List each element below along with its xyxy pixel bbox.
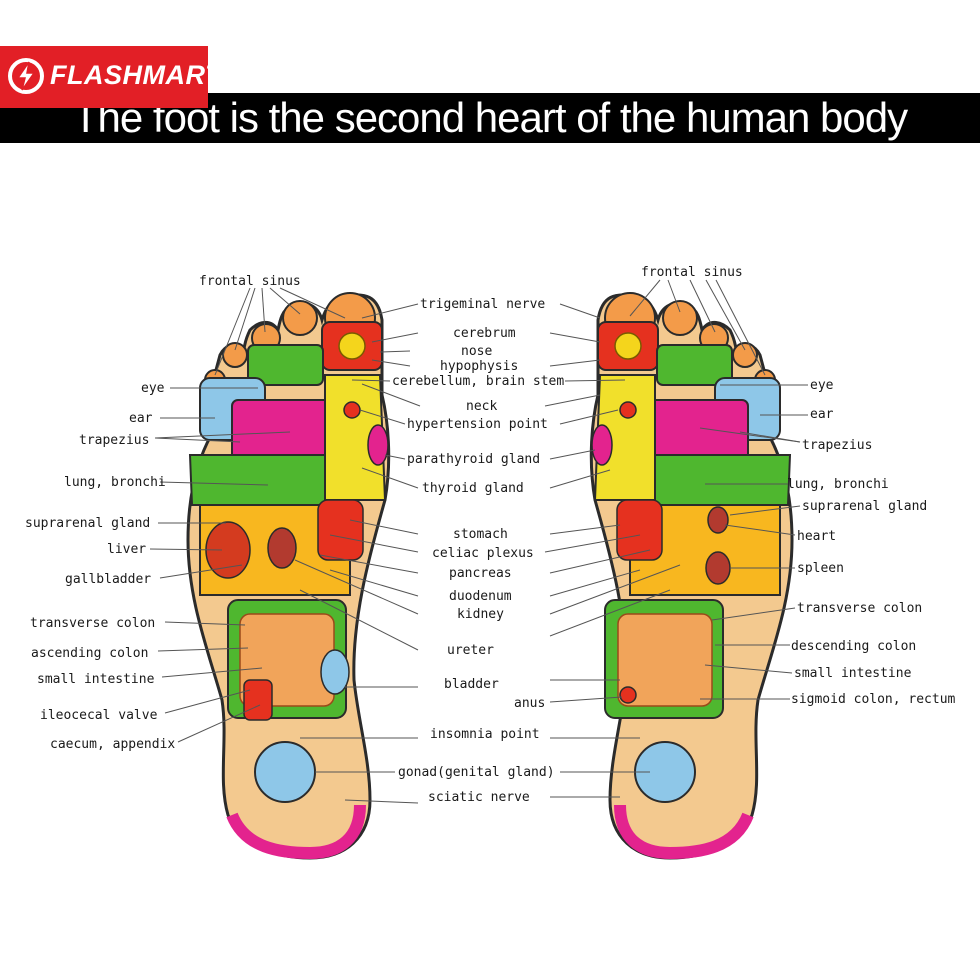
left-parathyroid-dot (367, 424, 389, 466)
right-stomach-icon (616, 499, 663, 561)
label-right-suprarenal-gland: suprarenal gland (802, 499, 927, 514)
leader-lines (149, 279, 808, 804)
left-bladder-icon (320, 649, 350, 695)
right-toe-4 (732, 342, 758, 368)
right-foot (589, 292, 794, 860)
label-celiac-plexus: celiac plexus (432, 546, 534, 561)
left-trapezius-zone (231, 399, 333, 461)
label-duodenum: duodenum (449, 589, 512, 604)
label-spleen: spleen (797, 561, 844, 576)
label-parathyroid-gland: parathyroid gland (407, 452, 540, 467)
label-right-lung-bronchi: lung, bronchi (787, 477, 889, 492)
label-left-ear: ear (129, 411, 153, 426)
right-heart-icon (707, 506, 729, 534)
label-kidney: kidney (457, 607, 504, 622)
logo-text: FLASHMART (50, 60, 222, 90)
right-toe-2 (662, 300, 698, 336)
right-brain-icon (614, 332, 642, 360)
left-brain-icon (338, 332, 366, 360)
right-spleen-icon (705, 551, 731, 585)
label-nose: nose (461, 344, 492, 359)
label-left-frontal-sinus: frontal sinus (199, 274, 301, 289)
right-small-intestine-icon (617, 613, 713, 707)
left-sciatic-zone (226, 804, 366, 860)
right-trapezius-zone (647, 399, 749, 461)
label-neck: neck (466, 399, 497, 414)
right-toe-green-band (656, 344, 733, 386)
label-insomnia-point: insomnia point (430, 727, 540, 742)
left-hypertension-dot (343, 401, 361, 419)
label-right-ear: ear (810, 407, 834, 422)
label-right-frontal-sinus: frontal sinus (641, 265, 743, 280)
label-hypophysis: hypophysis (440, 359, 518, 374)
right-anus-icon (619, 686, 637, 704)
label-right-trapezius: trapezius (802, 438, 872, 453)
left-kidney-icon (267, 527, 297, 569)
label-right-small-intestine: small intestine (794, 666, 912, 681)
label-cerebellum-brain-stem: cerebellum, brain stem (392, 374, 564, 389)
left-toe-green-band (247, 344, 324, 386)
left-stomach-icon (317, 499, 364, 561)
labels: frontal sinus eye ear trapezius lung, br… (25, 265, 956, 805)
label-left-transverse-colon: transverse colon (30, 616, 155, 631)
label-left-lung-bronchi: lung, bronchi (64, 475, 166, 490)
label-stomach: stomach (453, 527, 508, 542)
left-gonad-zone (254, 741, 316, 803)
right-sciatic-zone (614, 804, 754, 860)
right-lung-zone (649, 454, 792, 506)
label-thyroid-gland: thyroid gland (422, 481, 524, 496)
label-ureter: ureter (447, 643, 494, 658)
left-thyroid-zone (324, 374, 387, 501)
label-sciatic-nerve: sciatic nerve (428, 790, 530, 805)
label-hypertension-point: hypertension point (407, 417, 548, 432)
label-left-suprarenal-gland: suprarenal gland (25, 516, 150, 531)
label-right-eye: eye (810, 378, 834, 393)
label-left-small-intestine: small intestine (37, 672, 155, 687)
lightning-icon (8, 58, 44, 94)
flashmart-logo: FLASHMART (0, 46, 221, 108)
label-ileocecal-valve: ileocecal valve (40, 708, 158, 723)
label-trigeminal-nerve: trigeminal nerve (420, 297, 545, 312)
label-ascending-colon: ascending colon (31, 646, 148, 661)
label-left-eye: eye (141, 381, 165, 396)
label-descending-colon: descending colon (791, 639, 916, 654)
label-left-trapezius: trapezius (79, 433, 149, 448)
right-hypertension-dot (619, 401, 637, 419)
label-pancreas: pancreas (449, 566, 512, 581)
left-caecum-icon (243, 679, 273, 721)
label-sigmoid-colon-rectum: sigmoid colon, rectum (791, 692, 956, 707)
label-right-transverse-colon: transverse colon (797, 601, 922, 616)
label-liver: liver (107, 542, 146, 557)
label-anus: anus (514, 696, 545, 711)
left-foot (186, 292, 391, 860)
right-parathyroid-dot (591, 424, 613, 466)
label-gonad: gonad(genital gland) (398, 765, 555, 780)
label-cerebrum: cerebrum (453, 326, 516, 341)
label-bladder: bladder (444, 677, 499, 692)
left-lung-zone (188, 454, 331, 506)
left-toe-2 (282, 300, 318, 336)
label-gallbladder: gallbladder (65, 572, 151, 587)
label-caecum-appendix: caecum, appendix (50, 737, 175, 752)
label-heart: heart (797, 529, 836, 544)
page-title: The foot is the second heart of the huma… (72, 94, 908, 141)
